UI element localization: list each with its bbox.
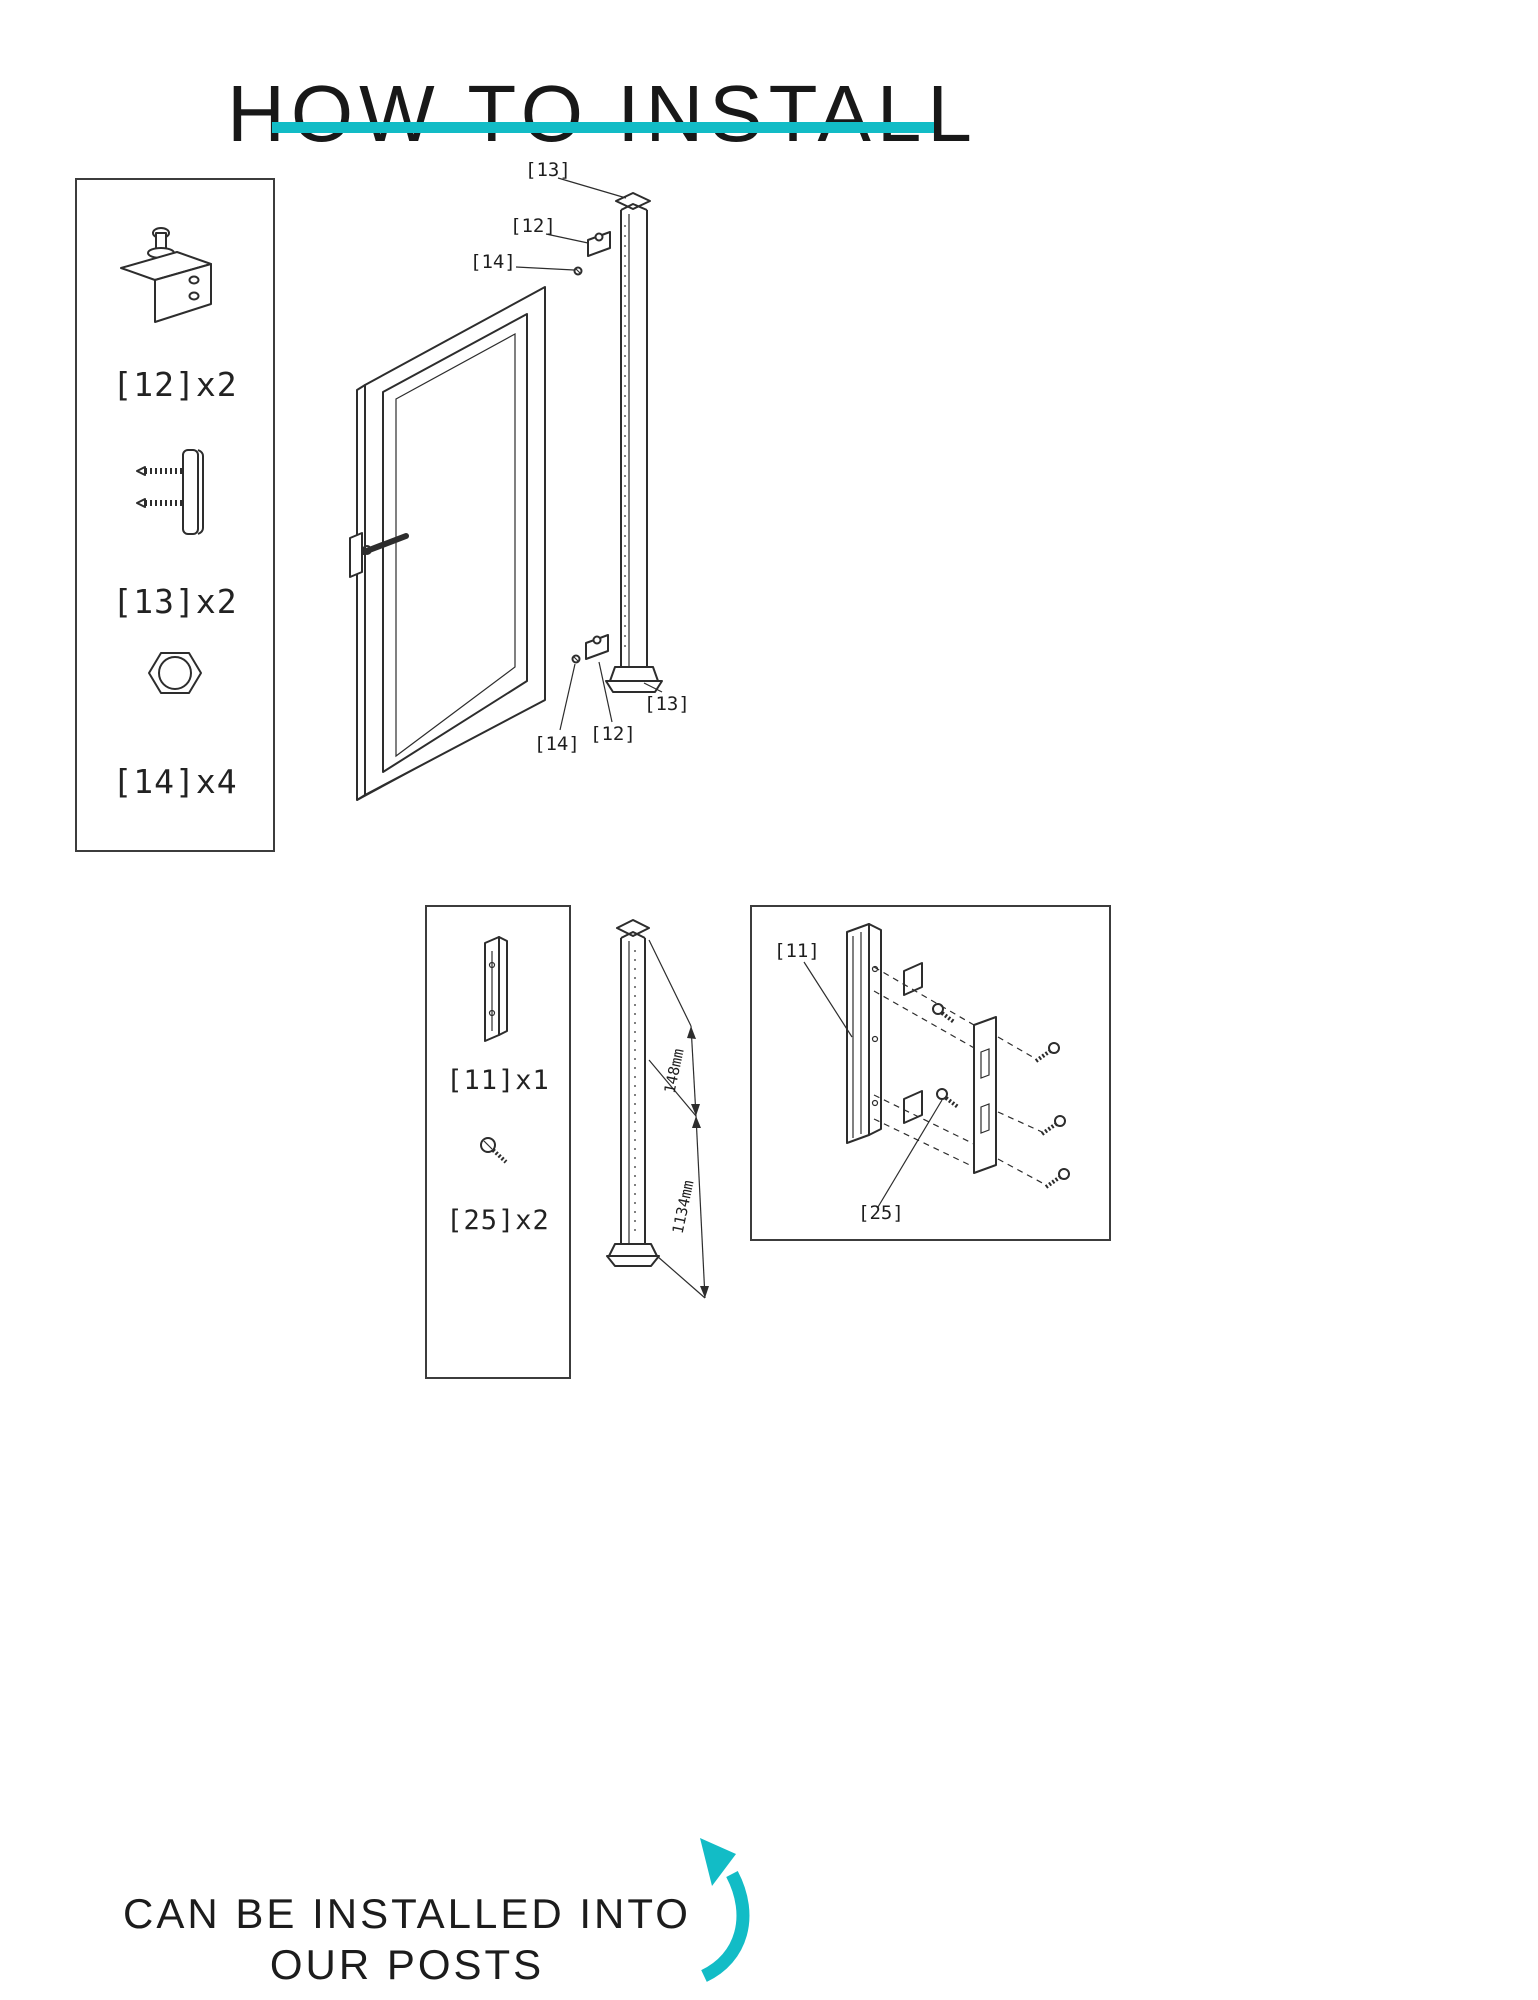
post-dimension-diagram: 148mm 1134mm <box>606 919 709 1299</box>
part-label-12: [12]x2 <box>112 365 238 404</box>
callout-bottom-bracket: [12] <box>590 723 636 745</box>
curved-arrow-icon <box>700 1838 750 1982</box>
top-bracket-drawing <box>587 231 611 257</box>
callout-screw-25: [25] <box>858 1202 904 1224</box>
footer-line-1: CAN BE INSTALLED INTO <box>123 1890 691 1937</box>
keeper-channel-drawing <box>846 923 882 1144</box>
mount-screw-1-drawing <box>1034 1042 1060 1063</box>
callout-top-cap: [13] <box>525 159 571 181</box>
part-label-11: [11]x1 <box>446 1065 550 1096</box>
hinge-parts-box: [12]x2 [13]x2 [14]x4 <box>75 178 275 852</box>
part-label-13: [13]x2 <box>112 582 238 621</box>
mount-screw-2-drawing <box>1040 1115 1066 1136</box>
part-label-14: [14]x4 <box>112 762 238 801</box>
dimension-1134: 1134mm <box>669 1179 698 1236</box>
part-label-25: [25]x2 <box>446 1205 550 1236</box>
dimension-148: 148mm <box>661 1047 688 1095</box>
clip-plate-top <box>903 962 923 996</box>
gate-handle <box>361 533 409 555</box>
mount-screw-3-drawing <box>1044 1168 1070 1189</box>
cap-nut-drawing <box>148 652 202 694</box>
keeper-screw-top-drawing <box>932 1003 956 1024</box>
gate-assembly-diagram: [13] [12] [14] [14] [12] [13] <box>349 159 690 801</box>
keeper-parts-box: [11]x1 [25]x2 <box>425 905 571 1379</box>
bottom-bracket-drawing <box>585 634 609 660</box>
hinge-bolt-plate-drawing <box>136 449 204 535</box>
footer-line-2: OUR POSTS <box>269 1941 545 1989</box>
keeper-screw-bottom-drawing <box>936 1088 960 1109</box>
clip-plate-bottom <box>903 1090 923 1124</box>
title-underline <box>272 122 934 133</box>
strike-plate-drawing <box>973 1016 997 1174</box>
callout-top-screw: [14] <box>470 251 516 273</box>
callout-bottom-cap: [13] <box>644 693 690 715</box>
page-title: HOW TO INSTALL <box>227 68 978 158</box>
keeper-exploded-diagram: [11] [25] <box>774 923 1070 1224</box>
latch-keeper-drawing <box>484 936 508 1042</box>
gate-drawing <box>349 286 546 801</box>
wall-hinge-bracket-drawing <box>120 227 212 323</box>
callout-bottom-screw: [14] <box>534 733 580 755</box>
keeper-exploded-box: [11] [25] <box>750 905 1111 1241</box>
bottom-screw-drawing <box>571 654 581 664</box>
screw-drawing <box>480 1137 508 1164</box>
callout-keeper-11: [11] <box>774 940 820 962</box>
top-screw-drawing <box>573 266 583 276</box>
gate-lock-body <box>349 532 363 578</box>
post-drawing <box>605 192 663 693</box>
footer-note: CAN BE INSTALLED INTO OUR POSTS <box>107 1888 707 1990</box>
callout-top-bracket: [12] <box>510 215 556 237</box>
